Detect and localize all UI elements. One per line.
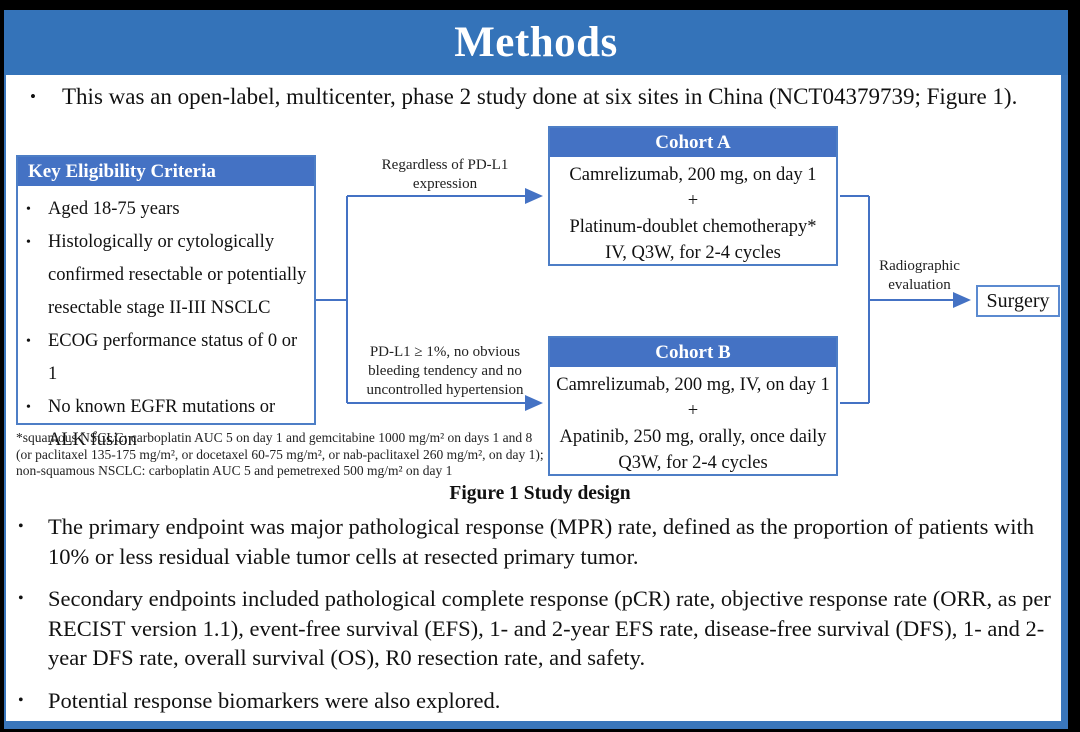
eligibility-item: • ECOG performance status of 0 or 1	[26, 325, 308, 391]
eligibility-box: Key Eligibility Criteria • Aged 18-75 ye…	[16, 155, 316, 450]
cohort-b-line: +	[687, 401, 699, 421]
branch-label-cohort-a: Regardless of PD-L1 expression	[381, 157, 509, 192]
cohort-b-body: Camrelizumab, 200 mg, IV, on day 1 + Apa…	[550, 367, 836, 476]
bullet-glyph: •	[18, 691, 24, 709]
figure-caption: Figure 1 Study design	[449, 483, 631, 504]
surgery-box: Surgery	[976, 285, 1060, 317]
endpoint-bullet-biomarkers: • Potential response biomarkers were als…	[18, 686, 1060, 716]
eligibility-item: • Histologically or cytologically confir…	[26, 226, 308, 325]
cohort-a-line: Platinum-doublet chemotherapy*	[569, 217, 817, 237]
bullet-glyph: •	[26, 400, 31, 415]
surgery-label: Surgery	[986, 289, 1050, 312]
cohort-a-line: IV, Q3W, for 2-4 cycles	[605, 243, 781, 263]
branch-label-surgery: Radiographic evaluation	[879, 258, 960, 293]
bullet-glyph: •	[26, 334, 31, 349]
cohort-a-line: Camrelizumab, 200 mg, on day 1	[569, 165, 817, 185]
cohort-b-header: Cohort B	[550, 338, 836, 367]
intro-text: This was an open-label, multicenter, pha…	[62, 84, 1018, 109]
cohort-b-line: Camrelizumab, 200 mg, IV, on day 1	[556, 375, 830, 395]
intro-bullet: • This was an open-label, multicenter, p…	[30, 82, 1045, 111]
branch-label-cohort-b: PD-L1 ≥ 1%, no obvious bleeding tendency…	[366, 344, 524, 398]
cohort-a-body: Camrelizumab, 200 mg, on day 1 + Platinu…	[550, 157, 836, 266]
title-banner: Methods	[4, 10, 1068, 75]
cohort-a-box: Cohort A Camrelizumab, 200 mg, on day 1 …	[548, 126, 838, 266]
cohort-b-box: Cohort B Camrelizumab, 200 mg, IV, on da…	[548, 336, 838, 476]
eligibility-box-header: Key Eligibility Criteria	[18, 157, 314, 186]
bullet-glyph: •	[26, 235, 31, 250]
bullet-glyph: •	[30, 87, 36, 106]
bullet-glyph: •	[26, 202, 31, 217]
cohort-b-line: Q3W, for 2-4 cycles	[618, 453, 768, 473]
cohort-b-line: Apatinib, 250 mg, orally, once daily	[559, 427, 827, 447]
eligibility-box-body: • Aged 18-75 years • Histologically or c…	[18, 186, 314, 457]
bullet-glyph: •	[18, 518, 24, 535]
endpoint-bullet-secondary: • Secondary endpoints included pathologi…	[18, 584, 1060, 673]
bullet-glyph: •	[18, 590, 24, 607]
eligibility-item: • No known EGFR mutations or ALK fusion	[26, 391, 308, 457]
endpoints-section: • The primary endpoint was major patholo…	[18, 512, 1060, 728]
cohort-a-header: Cohort A	[550, 128, 836, 157]
eligibility-item: • Aged 18-75 years	[26, 193, 308, 226]
chemo-footnote: *squamous NSCLC: carboplatin AUC 5 on da…	[16, 430, 544, 478]
cohort-a-line: +	[687, 191, 699, 211]
page-title: Methods	[454, 19, 618, 66]
endpoint-bullet-primary: • The primary endpoint was major patholo…	[18, 512, 1060, 571]
